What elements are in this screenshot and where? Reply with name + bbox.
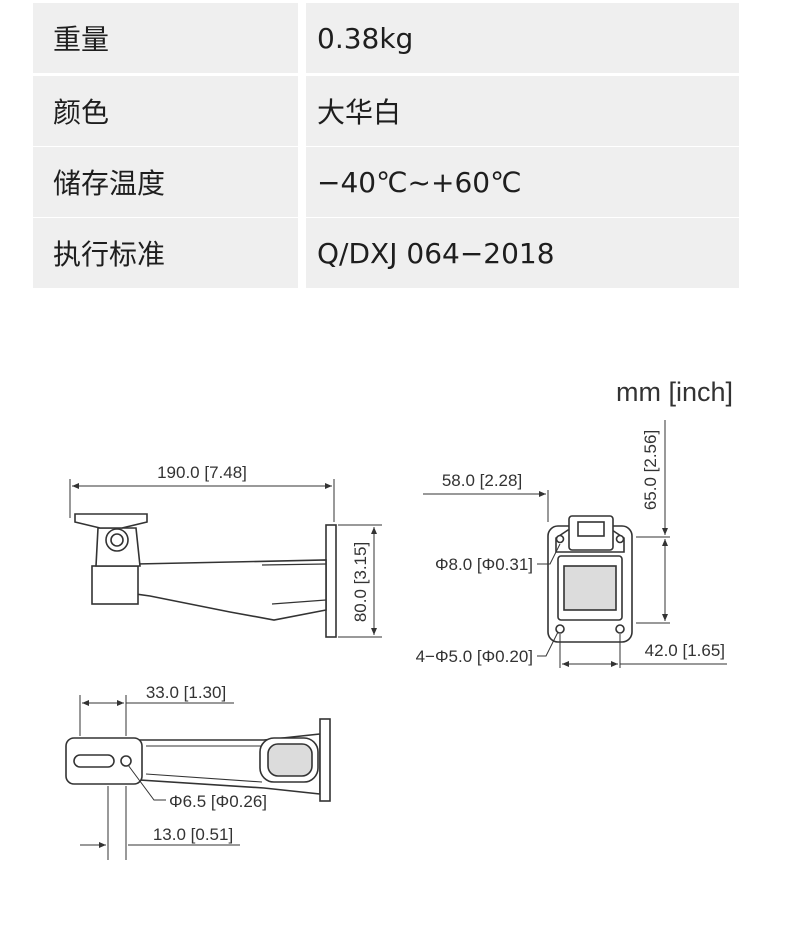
slot-hole (73, 754, 115, 768)
spec-value: 0.38kg (306, 3, 739, 73)
front-view-dims (423, 420, 727, 668)
dim-height: 80.0 [3.15] (351, 542, 370, 622)
spec-label: 储存温度 (33, 147, 298, 217)
front-view (547, 515, 633, 643)
spec-label: 重量 (33, 3, 298, 73)
dim-plate-height: 65.0 [2.56] (641, 430, 660, 510)
spec-row-standard: 执行标准 Q/DXJ 064−2018 (33, 218, 739, 288)
spec-value: 大华白 (306, 76, 739, 146)
top-view (65, 718, 331, 802)
round-hole (120, 755, 132, 767)
dim-length: 190.0 [7.48] (157, 463, 247, 482)
dim-hole-offset: 13.0 [0.51] (153, 825, 233, 844)
dim-base-width: 33.0 [1.30] (146, 683, 226, 702)
spec-row-storage-temp: 储存温度 −40℃~+60℃ (33, 147, 739, 217)
mount-hole (615, 624, 625, 634)
dim-mount-holes: 4−Φ5.0 [Φ0.20] (416, 647, 533, 666)
spec-label: 执行标准 (33, 218, 298, 288)
spec-row-weight: 重量 0.38kg (33, 3, 739, 73)
unit-label: mm [inch] (616, 377, 733, 407)
spec-label: 颜色 (33, 76, 298, 146)
dim-slot-hole: Φ6.5 [Φ0.26] (169, 792, 267, 811)
wall-plate-top (319, 718, 331, 802)
dim-center-hole: Φ8.0 [Φ0.31] (435, 555, 533, 574)
side-view (74, 513, 337, 638)
dim-plate-width: 58.0 [2.28] (442, 471, 522, 490)
mount-hole (555, 534, 565, 544)
dim-hole-spacing: 42.0 [1.65] (645, 641, 725, 660)
camera-plate (74, 513, 148, 529)
mount-hole (555, 624, 565, 634)
spec-value: Q/DXJ 064−2018 (306, 218, 739, 288)
wall-plate (325, 524, 337, 638)
spec-row-color: 颜色 大华白 (33, 76, 739, 146)
side-view-dims (69, 479, 382, 638)
arm (135, 559, 327, 621)
spec-value: −40℃~+60℃ (306, 147, 739, 217)
mount-hole (615, 534, 625, 544)
pan-head (91, 565, 139, 605)
top-view-dims (79, 695, 240, 860)
